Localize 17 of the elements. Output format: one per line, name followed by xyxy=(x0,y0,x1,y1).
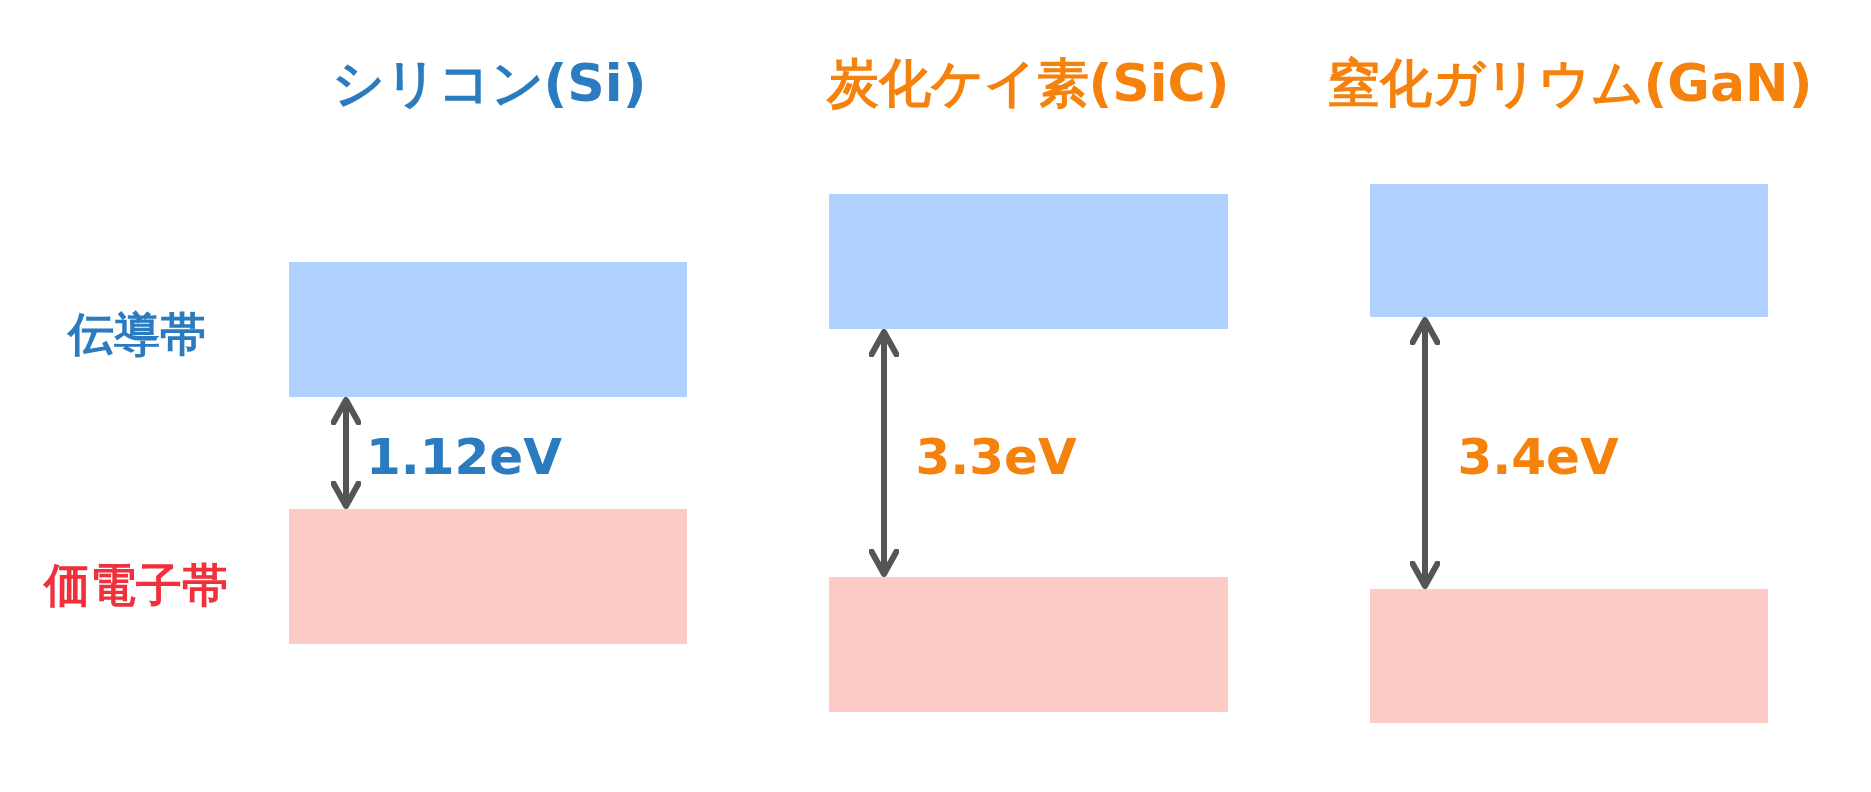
valence-band-box xyxy=(289,509,687,644)
valence-band-box xyxy=(1370,589,1768,723)
double-arrow xyxy=(868,329,900,577)
material-heading: 炭化ケイ素(SiC) xyxy=(826,55,1230,113)
conduction-band-box xyxy=(829,194,1228,329)
double-arrow xyxy=(1409,317,1441,589)
band-label: 価電子帯 xyxy=(44,559,228,611)
conduction-band-box xyxy=(1370,184,1768,317)
edge-label: 3.3eV xyxy=(915,429,1077,485)
edge-label: 1.12eV xyxy=(366,429,562,485)
double-arrow xyxy=(330,397,362,509)
material-heading: 窒化ガリウム(GaN) xyxy=(1327,55,1813,113)
band-label: 伝導帯 xyxy=(68,308,206,360)
conduction-band-box xyxy=(289,262,687,397)
valence-band-box xyxy=(829,577,1228,712)
edge-label: 3.4eV xyxy=(1457,429,1619,485)
material-heading: シリコン(Si) xyxy=(331,55,647,113)
